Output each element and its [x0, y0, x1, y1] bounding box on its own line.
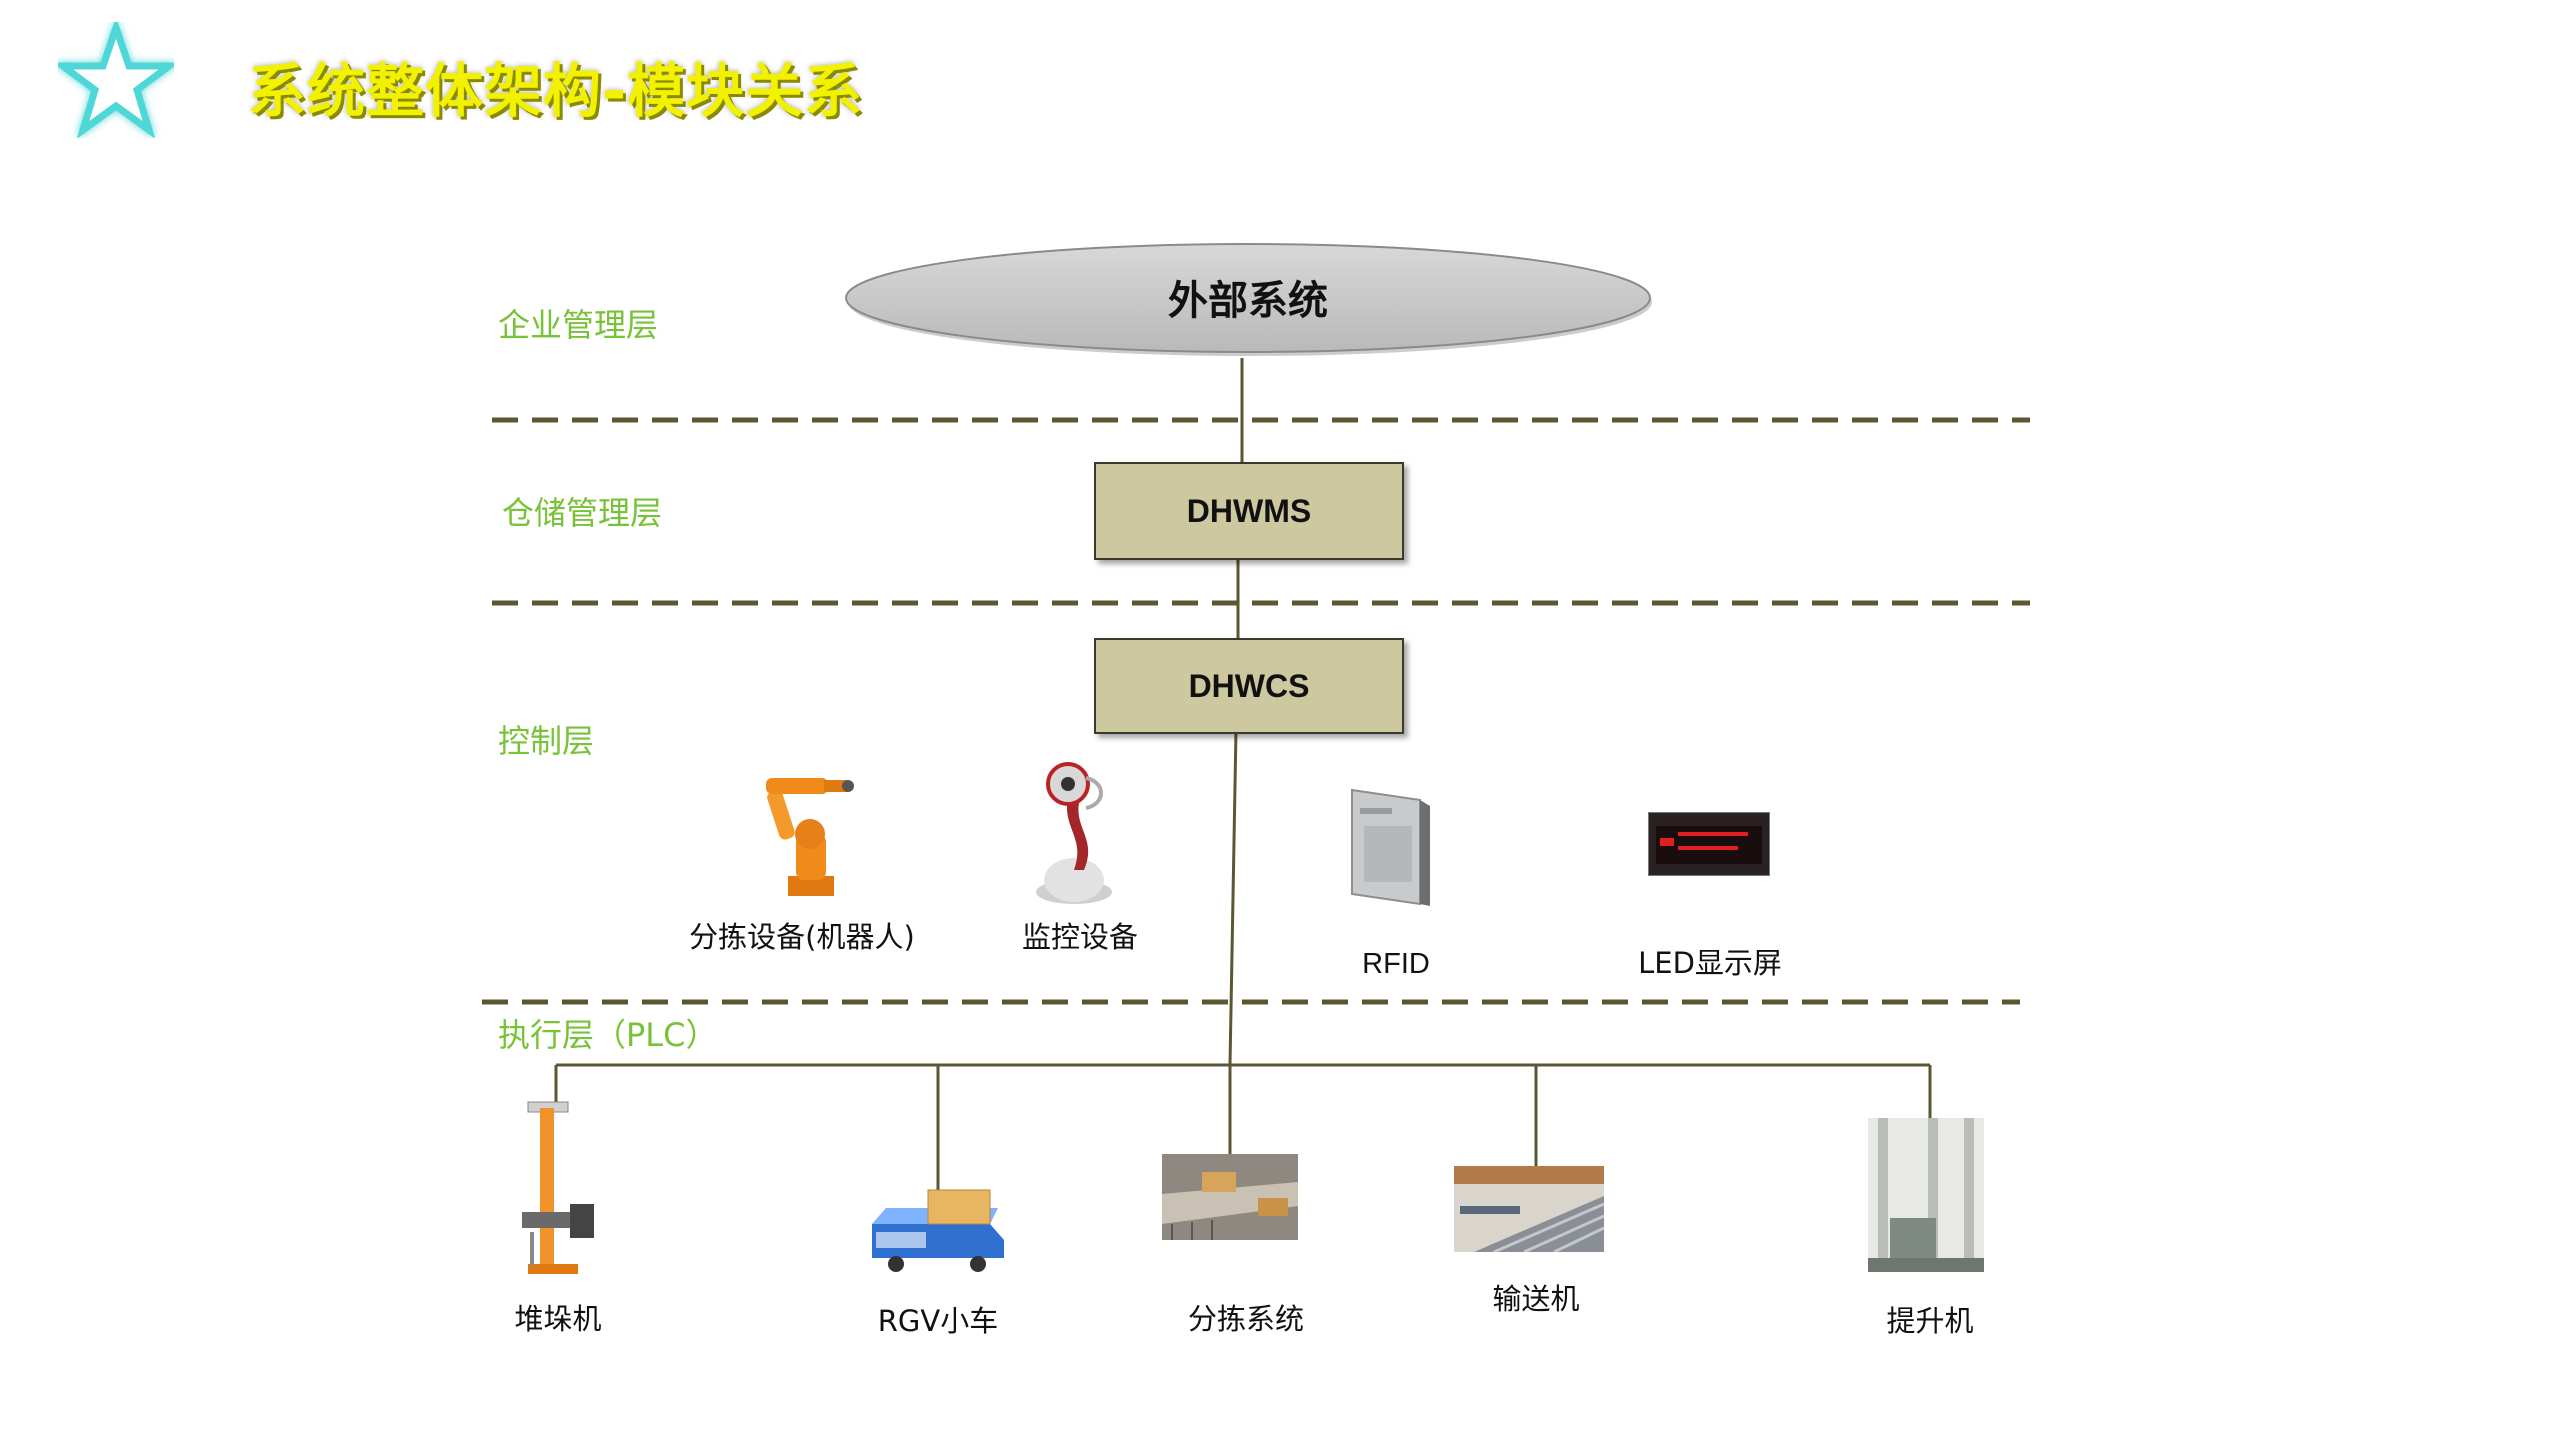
rgv-cart-icon	[872, 1189, 1004, 1272]
caption-monitor: 监控设备	[1021, 920, 1139, 954]
caption-robot: 分拣设备(机器人)	[689, 920, 915, 954]
external-system-ellipse	[845, 243, 1652, 356]
lift-icon	[1868, 1118, 1984, 1272]
caption-led: LED显示屏	[1638, 946, 1782, 980]
layer-label-warehouse: 仓储管理层	[502, 494, 663, 532]
dhwcs-node: DHWCS	[1094, 638, 1404, 734]
robot-arm-icon	[766, 778, 854, 896]
caption-conveyor: 输送机	[1492, 1282, 1580, 1316]
caption-lift: 提升机	[1886, 1304, 1974, 1338]
sorting-system-icon	[1162, 1154, 1298, 1240]
page-title: 系统整体架构-模块关系	[248, 57, 864, 125]
layer-label-enterprise: 企业管理层	[498, 306, 659, 344]
link-wcs-bus	[1228, 729, 1238, 1066]
caption-stacker: 堆垛机	[514, 1302, 602, 1336]
stacker-crane-icon	[522, 1101, 594, 1274]
layer-label-execution: 执行层（PLC）	[498, 1016, 718, 1054]
caption-rgv: RGV小车	[877, 1304, 999, 1338]
conveyor-icon	[1454, 1166, 1604, 1252]
caption-sorter: 分拣系统	[1187, 1302, 1305, 1336]
dhwms-node: DHWMS	[1094, 462, 1404, 560]
layer-label-control: 控制层	[498, 722, 595, 760]
external-system-label: 外部系统	[1168, 278, 1328, 324]
rfid-reader-icon	[1351, 788, 1430, 906]
star-logo-icon	[58, 22, 174, 138]
monitor-device-icon	[1036, 762, 1112, 904]
led-display-icon	[1648, 812, 1770, 876]
caption-rfid: RFID	[1362, 948, 1430, 980]
